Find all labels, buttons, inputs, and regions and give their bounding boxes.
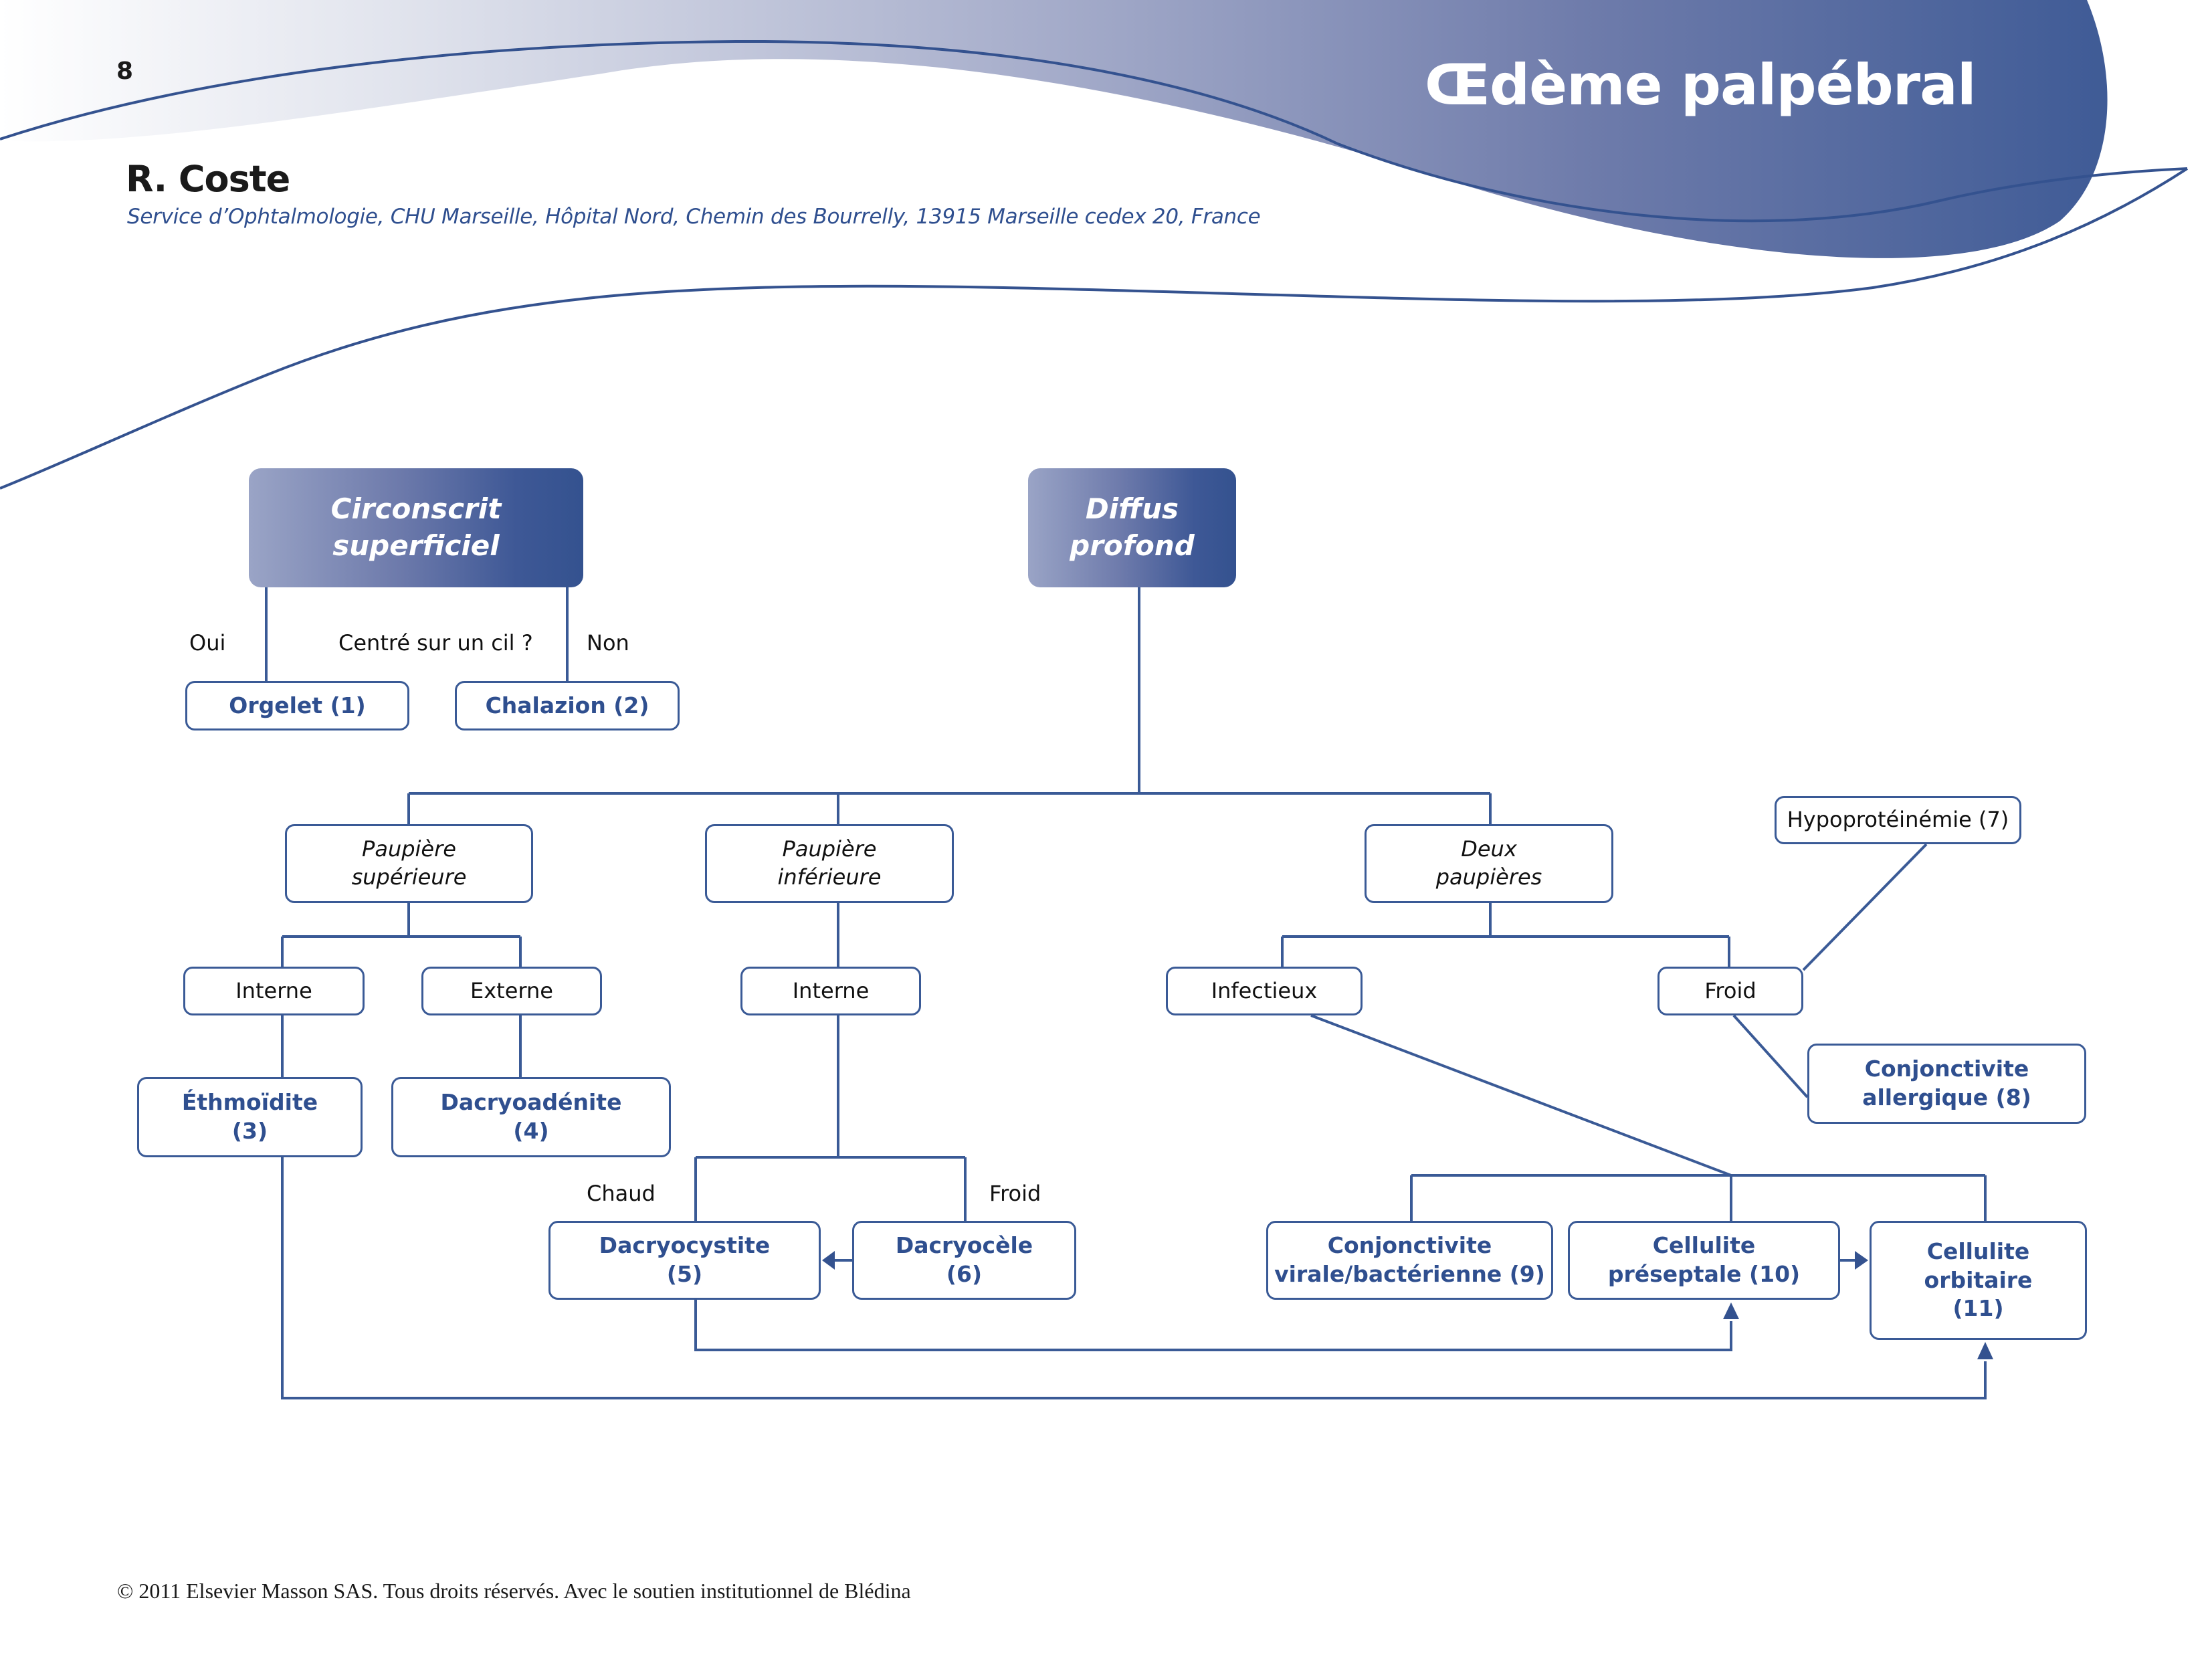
connector-infectieux-diagonal bbox=[1310, 1014, 1732, 1177]
swoosh-line-upper bbox=[0, 39, 2188, 223]
arrowhead-to-dacryocystite bbox=[822, 1251, 835, 1270]
node-label: Interne bbox=[235, 977, 312, 1003]
node-label: Cellulite préseptale (10) bbox=[1607, 1232, 1801, 1287]
node-label: Dacryocèle (6) bbox=[895, 1232, 1033, 1287]
author-affiliation: Service d’Ophtalmologie, CHU Marseille, … bbox=[127, 205, 1261, 229]
node-label: Interne bbox=[792, 977, 870, 1003]
node-froid: Froid bbox=[1657, 967, 1803, 1015]
node-dacryocystite: Dacryocystite (5) bbox=[548, 1221, 821, 1300]
node-chalazion: Chalazion (2) bbox=[455, 681, 680, 730]
node-infectieux: Infectieux bbox=[1166, 967, 1363, 1015]
label-oui: Oui bbox=[189, 630, 226, 656]
node-label: Froid bbox=[1704, 977, 1756, 1003]
node-paupiere-inferieure: Paupière inférieure bbox=[705, 824, 954, 903]
label-non: Non bbox=[587, 630, 629, 656]
node-interne-inferieure: Interne bbox=[740, 967, 921, 1015]
swoosh-fill bbox=[0, 0, 2108, 258]
node-label: Diffus profond bbox=[1070, 492, 1195, 562]
node-label: Conjonctivite allergique (8) bbox=[1862, 1056, 2031, 1110]
label-froid: Froid bbox=[989, 1181, 1041, 1206]
arrowhead-to-cellulite-orbitaire-bottom bbox=[1977, 1342, 1993, 1359]
footer-copyright: © 2011 Elsevier Masson SAS. Tous droits … bbox=[117, 1579, 911, 1603]
node-diffus-profond: Diffus profond bbox=[1028, 468, 1236, 587]
node-label: Conjonctivite virale/bactérienne (9) bbox=[1274, 1232, 1545, 1287]
node-deux-paupieres: Deux paupières bbox=[1365, 824, 1613, 903]
node-conjonctivite-allergique: Conjonctivite allergique (8) bbox=[1807, 1044, 2086, 1124]
node-interne-superieure: Interne bbox=[183, 967, 365, 1015]
node-label: Circonscrit superficiel bbox=[330, 492, 502, 562]
node-ethmoidite: Éthmoïdite (3) bbox=[137, 1077, 363, 1157]
node-label: Orgelet (1) bbox=[229, 692, 366, 718]
connector-froid-conj-allergique bbox=[1732, 1014, 1809, 1098]
node-label: Chalazion (2) bbox=[485, 692, 649, 718]
page-number: 8 bbox=[116, 58, 134, 85]
node-hypoproteinemie: Hypoprotéinémie (7) bbox=[1775, 796, 2021, 844]
author-name: R. Coste bbox=[126, 158, 290, 200]
node-circonscrit-superficiel: Circonscrit superficiel bbox=[249, 468, 583, 587]
node-label: Externe bbox=[470, 977, 553, 1003]
node-label: Cellulite orbitaire (11) bbox=[1924, 1238, 2033, 1322]
node-externe-superieure: Externe bbox=[421, 967, 602, 1015]
node-label: Hypoprotéinémie (7) bbox=[1787, 807, 2009, 833]
label-chaud: Chaud bbox=[587, 1181, 656, 1206]
connector-dacryocystite-preseptale bbox=[694, 1300, 1732, 1351]
swoosh-line-lower bbox=[0, 167, 2189, 490]
node-label: Dacryoadénite (4) bbox=[440, 1089, 622, 1144]
node-label: Deux paupières bbox=[1435, 836, 1542, 890]
node-label: Paupière supérieure bbox=[351, 836, 467, 890]
node-dacryoadenite: Dacryoadénite (4) bbox=[391, 1077, 671, 1157]
node-label: Infectieux bbox=[1211, 977, 1318, 1003]
connector-ethmoidite-orbitaire bbox=[281, 1157, 1987, 1399]
arrowhead-to-cellulite-preseptale bbox=[1723, 1302, 1739, 1319]
connector-hypoproteinemie-froid bbox=[1802, 843, 1928, 971]
node-cellulite-preseptale: Cellulite préseptale (10) bbox=[1568, 1221, 1840, 1300]
node-label: Paupière inférieure bbox=[777, 836, 882, 890]
node-cellulite-orbitaire: Cellulite orbitaire (11) bbox=[1870, 1221, 2087, 1340]
label-centre-sur-un-cil: Centré sur un cil ? bbox=[338, 630, 533, 656]
node-conjonctivite-virale-bacterienne: Conjonctivite virale/bactérienne (9) bbox=[1266, 1221, 1553, 1300]
node-dacryocele: Dacryocèle (6) bbox=[852, 1221, 1076, 1300]
node-label: Éthmoïdite (3) bbox=[181, 1089, 318, 1144]
node-orgelet: Orgelet (1) bbox=[185, 681, 409, 730]
page-title: Œdème palpébral bbox=[1425, 52, 1977, 118]
arrowhead-to-cellulite-orbitaire-side bbox=[1855, 1251, 1868, 1270]
node-paupiere-superieure: Paupière supérieure bbox=[285, 824, 533, 903]
node-label: Dacryocystite (5) bbox=[599, 1232, 771, 1287]
